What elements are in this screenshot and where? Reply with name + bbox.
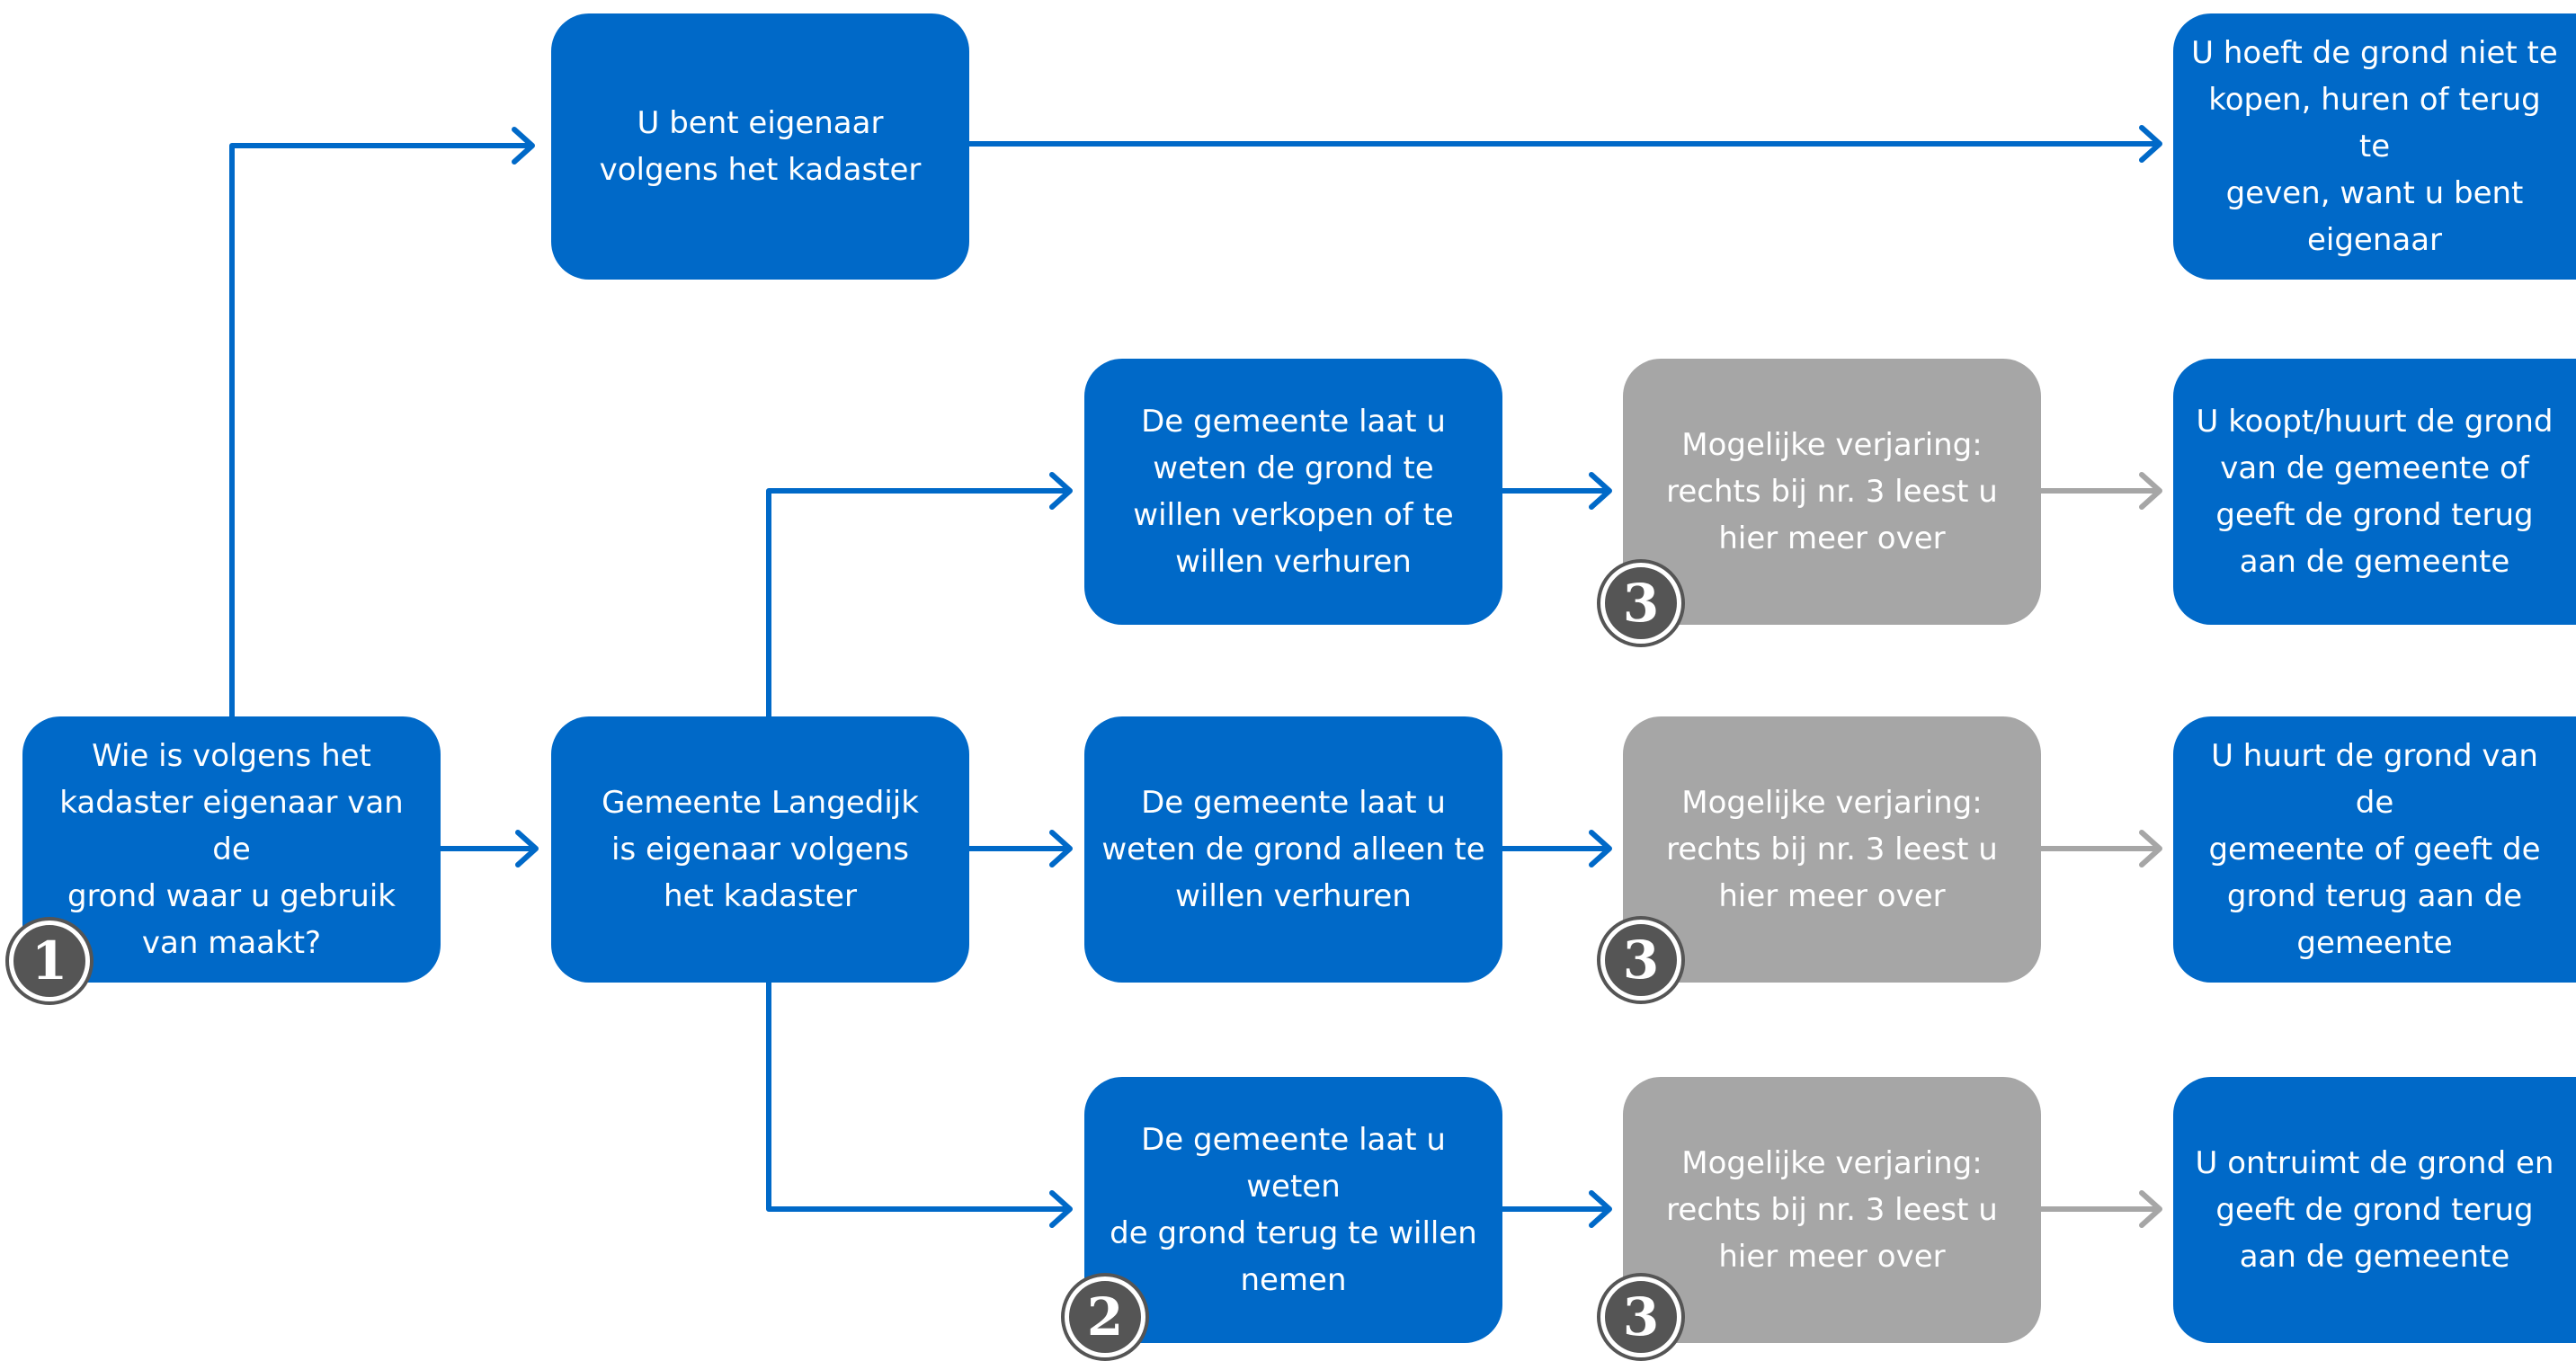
arrowhead	[2139, 1190, 2162, 1228]
node-result-owner: U hoeft de grond niet te kopen, huren of…	[2173, 13, 2576, 280]
node-prescription-3: Mogelijke verjaring: rechts bij nr. 3 le…	[1623, 1077, 2041, 1343]
node-prescription-2: Mogelijke verjaring: rechts bij nr. 3 le…	[1623, 716, 2041, 983]
edge-municipality-to-take-back	[766, 980, 1071, 1212]
step-badge-3: 3	[1600, 563, 1681, 644]
step-badge-3: 3	[1600, 920, 1681, 1001]
node-result-vacate: U ontruimt de grond en geeft de grond te…	[2173, 1077, 2576, 1343]
node-prescription-1: Mogelijke verjaring: rechts bij nr. 3 le…	[1623, 359, 2041, 625]
arrowhead	[512, 127, 535, 165]
arrowhead	[1589, 830, 1612, 867]
arrowhead	[2139, 472, 2162, 510]
node-start-question: Wie is volgens het kadaster eigenaar van…	[22, 716, 441, 983]
step-badge-2: 2	[1065, 1276, 1145, 1357]
node-result-rent: U huurt de grond van de gemeente of geef…	[2173, 716, 2576, 983]
node-sell-or-rent: De gemeente laat u weten de grond te wil…	[1084, 359, 1502, 625]
arrowhead	[1049, 1190, 1073, 1228]
edge-municipality-to-sell-rent	[766, 488, 1071, 719]
arrowhead	[1589, 472, 1612, 510]
arrowhead	[1589, 1190, 1612, 1228]
step-badge-3: 3	[1600, 1276, 1681, 1357]
arrowhead	[2139, 125, 2162, 163]
arrowhead	[1049, 830, 1073, 867]
edge-start-to-owner	[229, 143, 533, 719]
arrowhead	[1049, 472, 1073, 510]
step-badge-1: 1	[9, 921, 90, 1001]
arrowhead	[2139, 830, 2162, 867]
node-rent-only: De gemeente laat u weten de grond alleen…	[1084, 716, 1502, 983]
arrowhead	[515, 830, 539, 867]
node-owner: U bent eigenaar volgens het kadaster	[551, 13, 969, 280]
node-result-buy-rent: U koopt/huurt de grond van de gemeente o…	[2173, 359, 2576, 625]
node-municipality-owner: Gemeente Langedijk is eigenaar volgens h…	[551, 716, 969, 983]
node-take-back: De gemeente laat u weten de grond terug …	[1084, 1077, 1502, 1343]
